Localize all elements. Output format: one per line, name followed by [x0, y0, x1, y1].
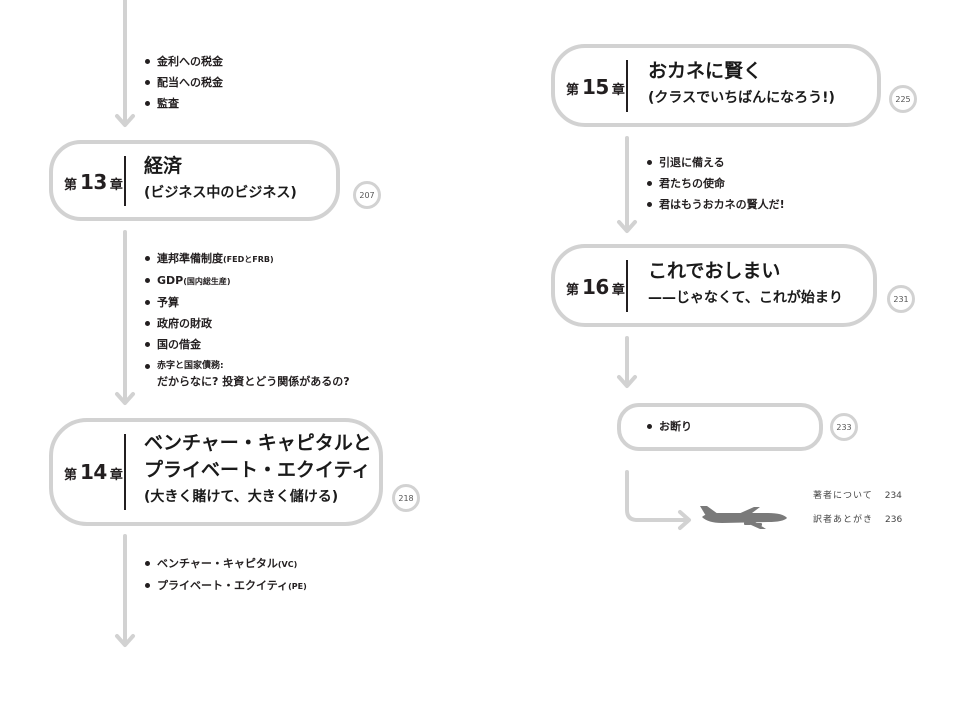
- chapter-divider: [124, 156, 126, 206]
- chapter-14-section-list: ベンチャー・キャピタル(VC) プライベート・エクイティ(PE): [145, 553, 307, 597]
- chapter-divider: [626, 260, 628, 312]
- list-item: 監査: [145, 93, 223, 114]
- chapter-15-section-list: 引退に備える 君たちの使命 君はもうおカネの賢人だ!: [647, 152, 785, 215]
- chapter-15-title: おカネに賢く: [648, 60, 763, 82]
- list-item: 連邦準備制度(FEDとFRB): [145, 248, 350, 270]
- disclaimer-list: お断り: [647, 416, 692, 437]
- chapter-15-subtitle: (クラスでいちばんになろう!): [648, 90, 835, 106]
- top-section-list: 金利への税金 配当への税金 監査: [145, 51, 223, 114]
- chapter-13-title: 経済: [144, 155, 183, 177]
- chapter-14-page-badge: 218: [392, 484, 420, 512]
- chapter-14-title-line2: プライベート・エクイティ: [144, 459, 371, 481]
- chapter-16-box[interactable]: [551, 244, 877, 327]
- airplane-icon: [700, 506, 787, 529]
- list-item: プライベート・エクイティ(PE): [145, 575, 307, 597]
- chapter-13-page-badge: 207: [353, 181, 381, 209]
- disclaimer-page-badge: 233: [830, 413, 858, 441]
- chapter-16-title: これでおしまい: [648, 260, 781, 282]
- list-item: 予算: [145, 292, 350, 313]
- chapter-14-subtitle: (大きく賭けて、大きく儲ける): [144, 489, 339, 505]
- list-item: 君はもうおカネの賢人だ!: [647, 194, 785, 215]
- chapter-divider: [626, 60, 628, 112]
- chapter-15-page-badge: 225: [889, 85, 917, 113]
- chapter-13-box[interactable]: [49, 140, 340, 221]
- list-item: ベンチャー・キャピタル(VC): [145, 553, 307, 575]
- chapter-13-section-list: 連邦準備制度(FEDとFRB) GDP(国内総生産) 予算 政府の財政 国の借金…: [145, 248, 350, 389]
- disclaimer-label: お断り: [647, 416, 692, 437]
- chapter-14-box[interactable]: [49, 418, 383, 526]
- chapter-divider: [124, 434, 126, 510]
- chapter-16-page-badge: 231: [887, 285, 915, 313]
- chapter-16-subtitle: ——じゃなくて、これが始まり: [648, 290, 843, 306]
- chapter-13-subtitle: (ビジネス中のビジネス): [144, 185, 297, 201]
- list-item: 赤字と国家債務: だからなに? 投資とどう関係があるの?: [145, 359, 350, 389]
- chapter-15-box[interactable]: [551, 44, 881, 127]
- list-item: 君たちの使命: [647, 173, 785, 194]
- list-item: 引退に備える: [647, 152, 785, 173]
- chapter-14-title-line1: ベンチャー・キャピタルと: [144, 432, 372, 454]
- list-item: GDP(国内総生産): [145, 270, 350, 292]
- list-item: 政府の財政: [145, 313, 350, 334]
- list-item: 配当への税金: [145, 72, 223, 93]
- list-item: 国の借金: [145, 334, 350, 355]
- list-item: 金利への税金: [145, 51, 223, 72]
